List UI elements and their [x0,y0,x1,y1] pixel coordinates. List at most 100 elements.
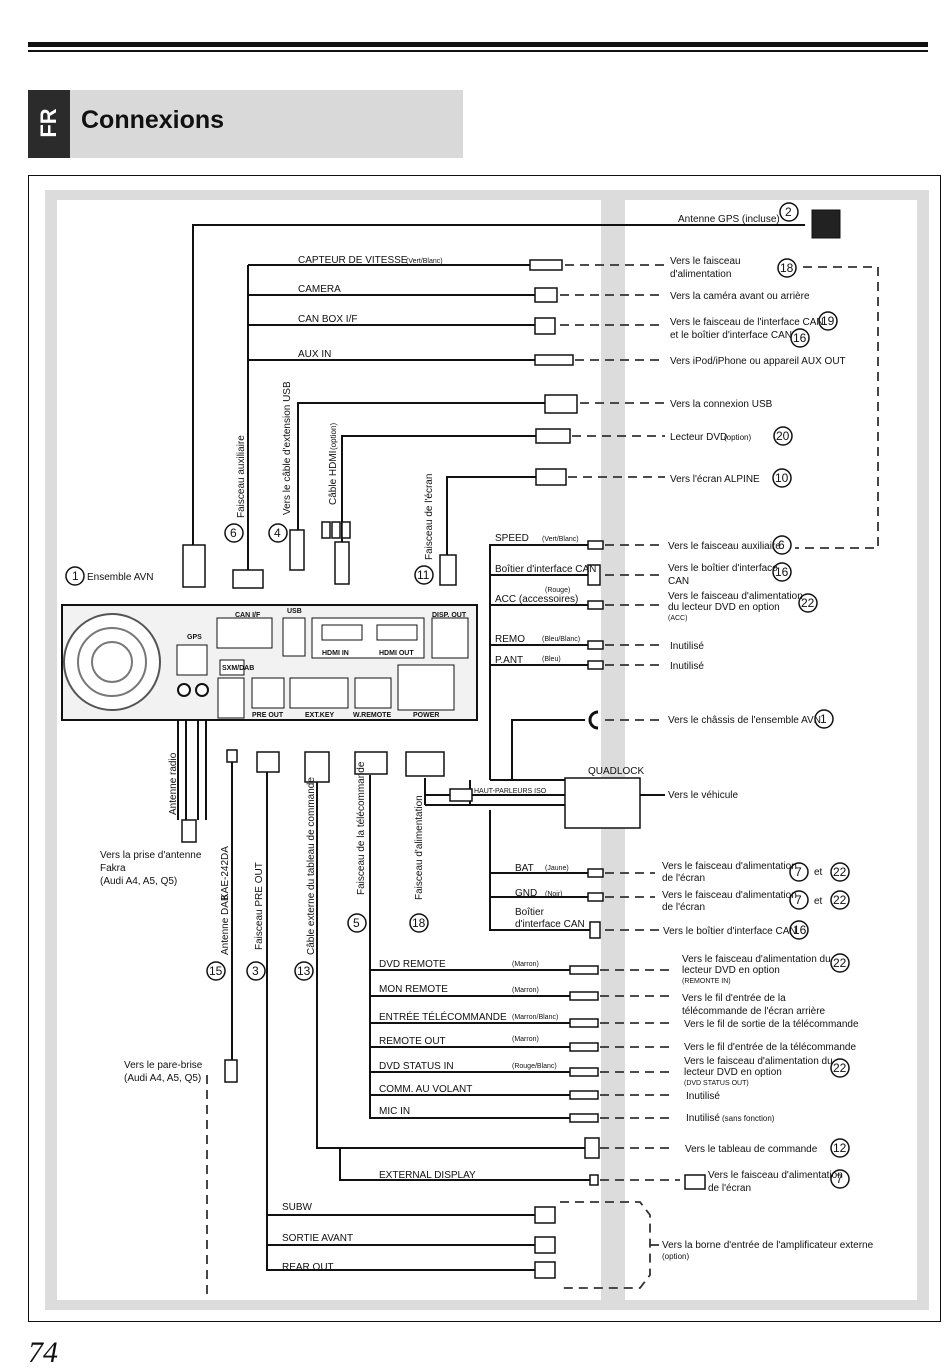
num-22-bat: 22 [833,865,847,879]
bat-dest2: de l'écran [662,873,705,884]
rear-label: REAR OUT [282,1262,334,1273]
num-circles [65,202,850,1189]
dab-model: KAE-242DA [220,846,231,900]
num-12: 12 [833,1141,847,1155]
num-13: 13 [297,964,311,978]
num-6-right: 6 [778,538,785,552]
diagram-frame [28,175,941,1322]
num-1-chassis: 1 [820,712,827,726]
page-title: Connexions [81,106,225,134]
acc-dest3: (ACC) [668,615,687,622]
comm-dest: Inutilisé [686,1091,720,1102]
port-disp: DISP. OUT [432,612,467,619]
num-2: 2 [785,205,792,219]
speed2-label: SPEED [495,533,529,544]
unit-side-inner [57,200,601,1300]
mon-remote-dest2: télécommande de l'écran arrière [682,1006,826,1017]
front-label: SORTIE AVANT [282,1233,353,1244]
mon-remote-sub: (Marron) [512,987,539,994]
num-19: 19 [821,314,835,328]
panel-connector [584,1137,600,1159]
canbox-connector [534,317,556,335]
speakers-label: HAUT-PARLEURS ISO [474,788,547,795]
antenna-dest1: Vers la prise d'antenne [100,850,202,861]
num-7-bat: 7 [795,865,802,879]
num-22-acc: 22 [801,596,815,610]
subw-label: SUBW [282,1202,313,1213]
screen-wire [446,476,536,555]
screen-plug [439,554,457,586]
power-trunk [489,810,590,931]
dvd-remote-label: DVD REMOTE [379,959,446,970]
camera-label: CAMERA [298,284,341,295]
num-1-unit: 1 [72,569,79,583]
entree-label: ENTRÉE TÉLÉCOMMANDE [379,1010,507,1023]
port-ext: EXT.KEY [305,712,335,719]
hdmi-vlabel: Câble HDMI [328,451,339,505]
num-5: 5 [353,916,360,930]
usb-plug [289,529,305,571]
dvd-status-dest3: (DVD STATUS OUT) [684,1080,749,1087]
speed-dest2: d'alimentation [670,269,731,280]
header-rule-thin [28,50,928,52]
speed2-sub: (Vert/Blanc) [542,536,579,543]
antenna-dest2: Fakra [100,863,126,874]
canbox-label: CAN BOX I/F [298,314,357,325]
port-power: POWER [413,712,439,719]
chassis-wire [511,719,585,780]
power-vlabel: Faisceau d'alimentation [414,795,425,900]
num-7-gnd: 7 [795,893,802,907]
can3-dest: Vers le boîtier d'interface CAN [663,926,797,937]
mon-remote-dest1: Vers le fil d'entrée de la [682,993,786,1004]
dvd-remote-sub: (Marron) [512,961,539,968]
dvd-dest: Lecteur DVD [670,432,727,443]
bat-dest1: Vers le faisceau d'alimentation [662,861,797,872]
gnd-sub: (Noir) [545,891,563,898]
dvd-remote-dest2: lecteur DVD en option [682,965,780,976]
num-16-top: 16 [793,331,807,345]
windshield-dest1: Vers le pare-brise [124,1060,203,1071]
section-title-box: Connexions [70,90,463,158]
pant-label: P.ANT [495,655,523,666]
remote-trunk [369,775,570,1119]
num-15: 15 [209,964,223,978]
quadlock-label: QUADLOCK [588,766,644,777]
num-6-left: 6 [230,526,237,540]
usb-ext-vlabel: Vers le câble d'extension USB [282,381,293,515]
aux-in-connector [534,354,574,366]
acc-sub: (Rouge) [545,587,570,594]
gps-antenna-label: Antenne GPS (incluse) [678,214,780,225]
comm-label: COMM. AU VOLANT [379,1084,472,1095]
port-hdmi-in: HDMI IN [322,650,349,657]
gnd-dest2: de l'écran [662,902,705,913]
port-sxm: SXM/DAB [222,665,254,672]
usb-dest: Vers la connexion USB [670,399,773,410]
port-usb: USB [287,608,302,615]
panel-dest: Vers le tableau de commande [685,1144,818,1155]
dab-antenna-icon [224,1059,238,1083]
speed-sub: (Vert/Blanc) [406,258,443,265]
bat-sub: (Jaune) [545,865,569,872]
language-tab: FR [28,90,70,158]
num-18-top: 18 [780,261,794,275]
bat-label: BAT [515,863,534,874]
remote-out-dest: Vers le fil d'entrée de la télécommande [684,1042,856,1053]
port-pre: PRE OUT [252,712,284,719]
port-can: CAN I/F [235,612,261,619]
screen-vlabel: Faisceau de l'écran [424,474,435,560]
dvd-remote-dest3: (REMONTE IN) [682,978,731,985]
dvd-status-dest1: Vers le faisceau d'alimentation du [684,1056,833,1067]
camera-connector [534,287,558,303]
can2-dest2: CAN [668,576,689,587]
radio-plug [181,819,197,843]
alpine-dest: Vers l'écran ALPINE [670,474,760,485]
dvd-remote-dest1: Vers le faisceau d'alimentation du [682,954,831,965]
aux-in-label: AUX IN [298,349,331,360]
vehicle-dest: Vers le véhicule [668,790,738,801]
dvd-status-dest2: lecteur DVD en option [684,1067,782,1078]
antenna-dest3: (Audi A4, A5, Q5) [100,876,177,887]
dab-vlabel: Antenne DAB [220,894,231,955]
remo-dest: Inutilisé [670,641,704,652]
dvd-connector [535,428,571,444]
wires [177,224,805,1271]
